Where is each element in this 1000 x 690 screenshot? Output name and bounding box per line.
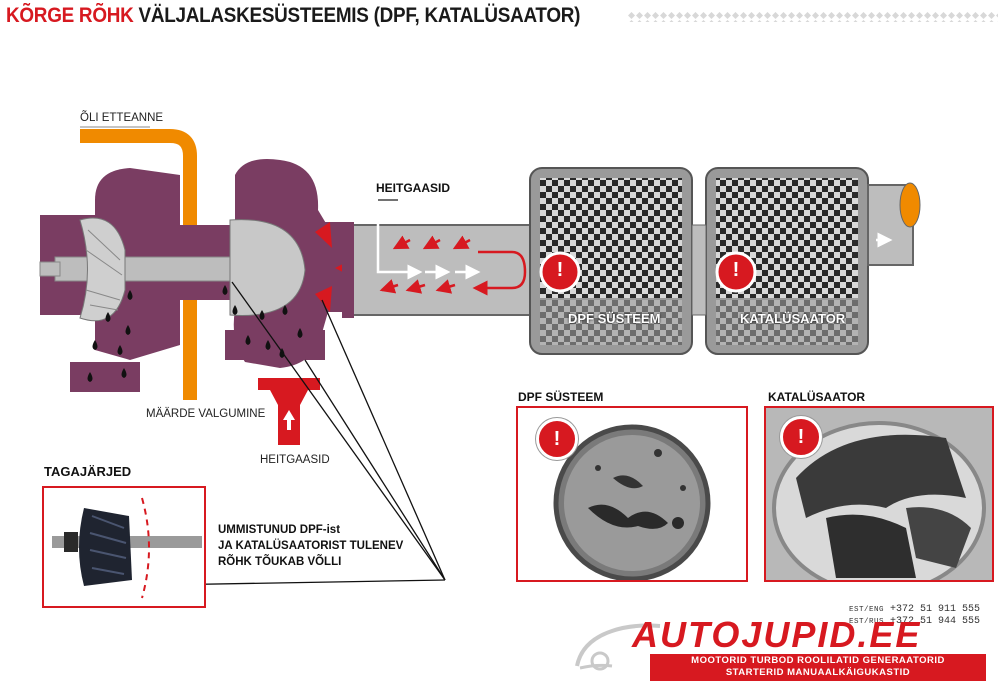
decorative-pattern-strip bbox=[628, 12, 998, 22]
dpf-photo-illustration bbox=[553, 424, 711, 582]
contact-phones: EST/ENG +372 51 911 555 EST/RUS +372 51 … bbox=[849, 604, 980, 628]
warning-mark-dpf: ! bbox=[556, 259, 564, 281]
oil-supply-pipe bbox=[80, 129, 197, 400]
warning-icon-dpf bbox=[539, 251, 581, 293]
dpf-box-label: DPF SÜSTEEM bbox=[568, 311, 661, 326]
warning-icon-dpf-photo: ! bbox=[536, 418, 578, 460]
catalyst-box-label: KATALÜSAATOR bbox=[740, 311, 846, 326]
exhaust-flow-arrows bbox=[376, 200, 527, 296]
brand-tagline-2: STARTERID MANUAALKÄIGUKASTID bbox=[725, 667, 911, 678]
oil-drops bbox=[87, 285, 303, 382]
consequences-title: TAGAJÄRJED bbox=[44, 464, 132, 479]
catalyst-box bbox=[705, 167, 869, 355]
consequences-line-2: JA KATALÜSAATORIST TULENEV bbox=[218, 540, 404, 552]
phone-2-prefix: EST/RUS bbox=[848, 618, 884, 626]
phone-1-prefix: EST/ENG bbox=[848, 606, 884, 614]
consequences-line-1: UMMISTUNUD DPF-ist bbox=[218, 524, 341, 536]
dpf-photo-panel: ! bbox=[516, 406, 748, 582]
brand-tagline: MOOTORID TURBOD ROOLILATID GENERAATORID … bbox=[650, 654, 986, 681]
oil-supply-label: ÕLI ETTEANNE bbox=[80, 112, 164, 124]
consequences-text: UMMISTUNUD DPF-ist JA KATALÜSAATORIST TU… bbox=[218, 522, 403, 570]
title-highlight: KÕRGE RÕHK bbox=[6, 4, 134, 27]
warning-icon-catalyst bbox=[715, 251, 757, 293]
car-silhouette-logo bbox=[575, 623, 661, 671]
phone-1-number[interactable]: +372 51 911 555 bbox=[889, 604, 980, 615]
turbine-wheel bbox=[229, 219, 306, 316]
exhaust-inlet-label: HEITGAASID bbox=[260, 454, 330, 466]
outlet-pipe bbox=[867, 182, 921, 266]
catalyst-photo-panel: ! bbox=[764, 406, 994, 582]
warning-icon-catalyst-photo: ! bbox=[780, 416, 822, 458]
exhaust-flow-label: HEITGAASID bbox=[376, 181, 451, 195]
dpf-photo-title: DPF SÜSTEEM bbox=[518, 390, 604, 404]
pointer-lines bbox=[159, 281, 446, 586]
brand-tagline-1: MOOTORID TURBOD ROOLILATID GENERAATORID bbox=[691, 655, 945, 666]
page-title: KÕRGE RÕHK VÄLJALASKESÜSTEEMIS (DPF, KAT… bbox=[6, 4, 580, 28]
consequences-photo-panel bbox=[42, 486, 206, 608]
warning-mark-catalyst: ! bbox=[732, 259, 740, 281]
brand-domain: .EE bbox=[857, 614, 922, 655]
brand-name: AUTOJUPID bbox=[632, 614, 858, 655]
brand-logo: AUTOJUPID.EE bbox=[632, 614, 921, 656]
title-rest: VÄLJALASKESÜSTEEMIS (DPF, KATALÜSAATOR) bbox=[138, 4, 581, 27]
exhaust-inlet bbox=[258, 378, 320, 445]
damaged-rotor-illustration bbox=[52, 497, 202, 599]
lube-drain-label: MÄÄRDE VALGUMINE bbox=[146, 408, 266, 420]
consequences-line-3: RÕHK TÕUKAB VÕLLI bbox=[218, 556, 342, 568]
catalyst-photo-title: KATALÜSAATOR bbox=[768, 390, 866, 404]
turbo-shaft bbox=[54, 256, 256, 282]
phone-2-number[interactable]: +372 51 944 555 bbox=[889, 616, 980, 627]
